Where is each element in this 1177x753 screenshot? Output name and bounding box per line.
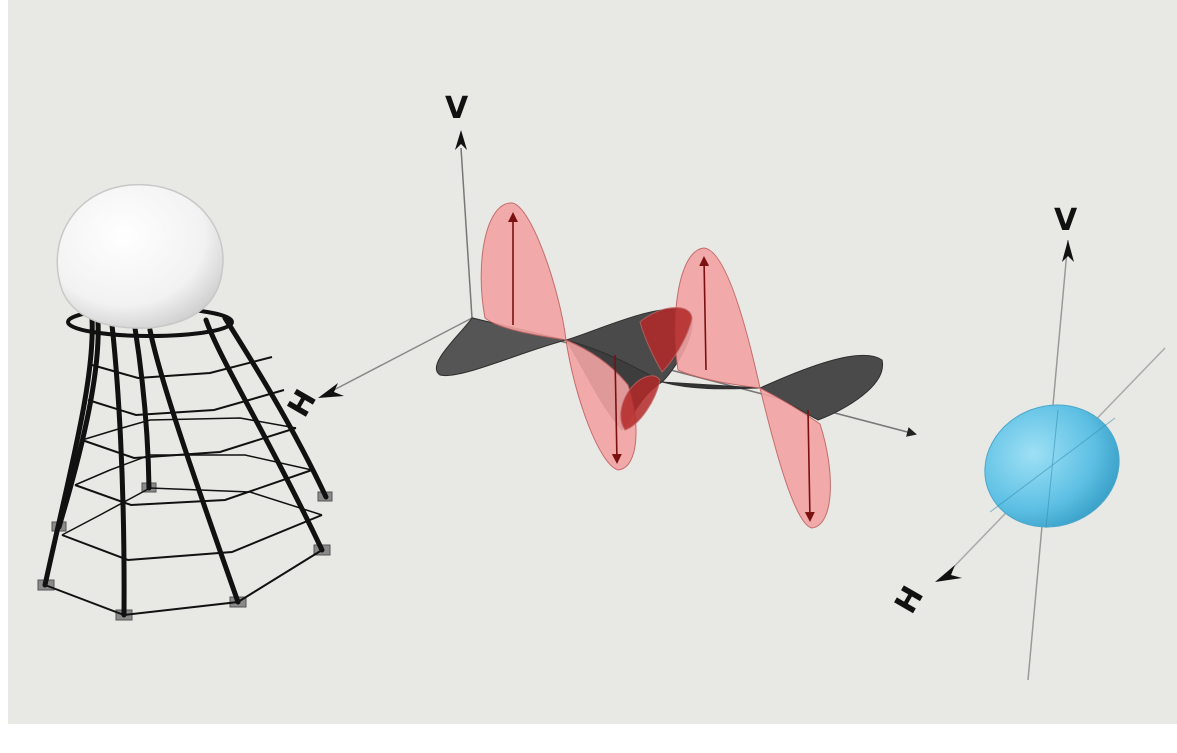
amplitude-arrows <box>508 212 815 522</box>
tower-rings <box>44 356 323 617</box>
wave-h-arrow-icon <box>318 383 344 398</box>
target-v-arrow-icon <box>1062 240 1074 262</box>
radar-tower-icon <box>37 183 333 621</box>
wave-v-label: V <box>445 91 469 126</box>
ellipsoid-target-icon <box>935 239 1166 681</box>
vertical-wave <box>480 202 831 529</box>
target-v-label: V <box>1054 203 1078 238</box>
target-h-arrow-icon <box>935 565 962 582</box>
wave-h-axis <box>329 317 473 393</box>
radome-icon <box>56 183 224 329</box>
wave-v-arrow-icon <box>455 130 467 150</box>
wave-v-axis <box>460 147 473 319</box>
tower-legs <box>42 315 329 618</box>
